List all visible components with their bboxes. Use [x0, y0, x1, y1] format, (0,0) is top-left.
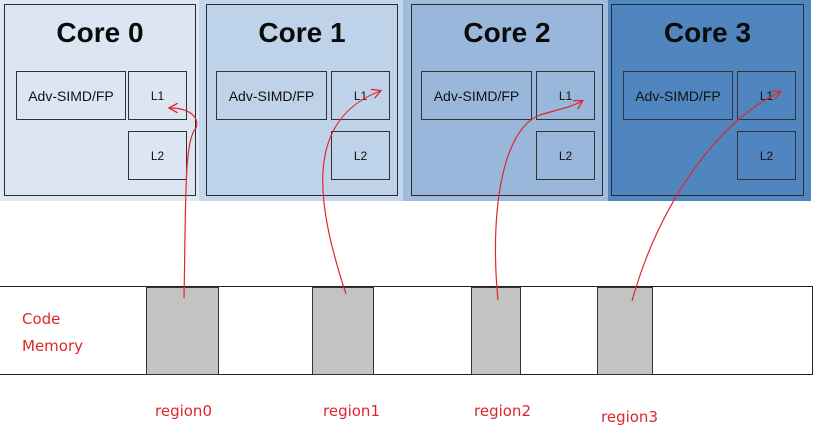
core-0-l1-cache: L1 — [128, 71, 187, 120]
core-0-simd-box: Adv-SIMD/FP — [16, 71, 126, 120]
memory-region-2-block — [471, 287, 521, 375]
core-2-simd-box: Adv-SIMD/FP — [421, 71, 532, 120]
core-3-title: Core 3 — [663, 17, 752, 48]
core-3-l1-cache: L1 — [737, 71, 796, 120]
memory-region-1-block — [312, 287, 374, 375]
region-2-label: region2 — [474, 402, 531, 420]
core-3-l2-cache: L2 — [737, 131, 796, 180]
code-memory-label-line2: Memory — [22, 337, 84, 355]
region-3-label: region3 — [601, 408, 658, 426]
core-2-frame: Core 2 Adv-SIMD/FP L1 L2 — [411, 4, 603, 196]
code-memory-label-line1: Code — [22, 310, 61, 328]
code-memory-strip — [0, 286, 813, 375]
core-0-frame: Core 0 Adv-SIMD/FP L1 L2 — [4, 4, 196, 196]
core-1-simd-box: Adv-SIMD/FP — [216, 71, 327, 120]
core-0-panel: Core 0 Adv-SIMD/FP L1 L2 — [0, 0, 199, 201]
core-2-title: Core 2 — [463, 17, 551, 48]
core-1-frame: Core 1 Adv-SIMD/FP L1 L2 — [206, 4, 398, 196]
core-0-l2-cache: L2 — [128, 131, 187, 180]
core-1-l2-cache: L2 — [331, 131, 390, 180]
core-2-panel: Core 2 Adv-SIMD/FP L1 L2 — [403, 0, 608, 201]
core-2-l1-cache: L1 — [536, 71, 595, 120]
region-0-label: region0 — [155, 402, 212, 420]
memory-region-0-block — [146, 287, 219, 375]
memory-region-3-block — [597, 287, 653, 375]
core-3-frame: Core 3 Adv-SIMD/FP L1 L2 — [611, 4, 804, 196]
core-0-title: Core 0 — [56, 17, 144, 48]
core-1-l1-cache: L1 — [331, 71, 390, 120]
region-1-label: region1 — [323, 402, 380, 420]
core-1-panel: Core 1 Adv-SIMD/FP L1 L2 — [199, 0, 403, 201]
core-1-title: Core 1 — [258, 17, 346, 48]
core-2-l2-cache: L2 — [536, 131, 595, 180]
core-3-panel: Core 3 Adv-SIMD/FP L1 L2 — [608, 0, 811, 201]
core-3-simd-box: Adv-SIMD/FP — [623, 71, 733, 120]
